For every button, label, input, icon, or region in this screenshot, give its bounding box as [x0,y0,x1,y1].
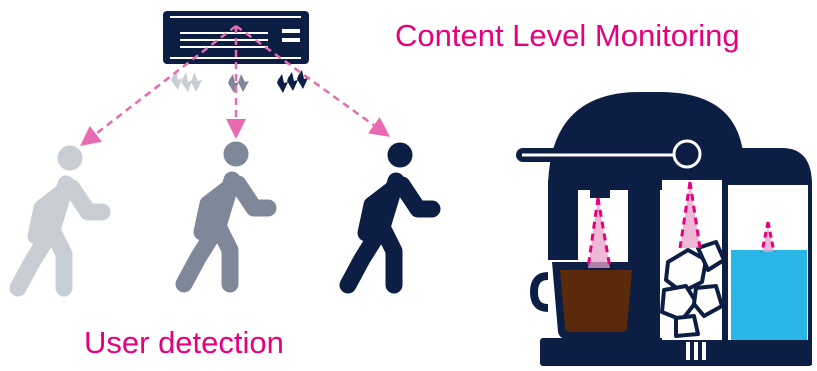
person-walking-dark-icon [348,143,432,285]
sensor-beam-beans [680,182,700,248]
coffee-cup-icon [529,262,640,340]
air-flow-dark-icon [277,70,308,93]
air-flow-medium-icon [228,74,249,93]
air-conditioner-icon [163,11,309,64]
person-walking-medium-icon [184,142,268,284]
content-level-monitoring-caption: Content Level Monitoring [395,18,740,53]
air-flow-light-icon [171,70,202,92]
coffee-beans-icon [660,240,726,338]
detection-arrow-left [80,25,237,147]
water-tank-icon [731,250,807,340]
user-detection-caption: User detection [84,325,284,360]
sensor-beam-cup [588,198,610,268]
detection-arrows [80,24,391,147]
person-walking-light-icon [18,146,102,288]
sensor-beams [586,181,776,269]
detection-arrow-right [235,24,391,137]
sensor-beam-water [762,226,774,252]
